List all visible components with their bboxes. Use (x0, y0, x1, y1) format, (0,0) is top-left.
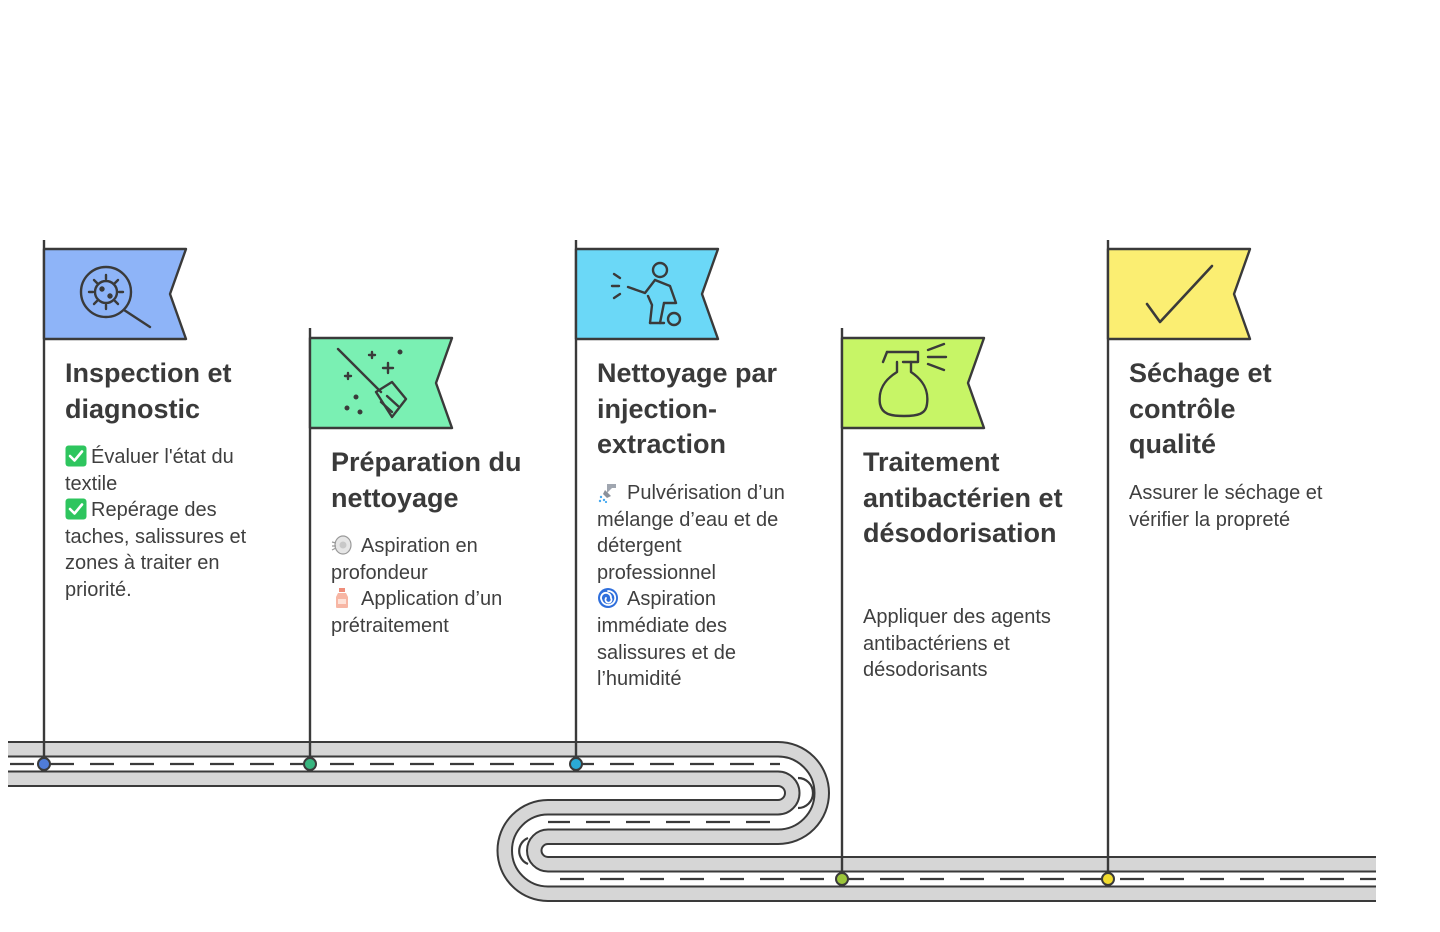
road-dashes (10, 762, 1376, 881)
bacteria-magnifier-icon (79, 265, 152, 329)
step-1-line-1: Évaluer l'état du textile (65, 444, 280, 497)
step-1-line-1-text: Évaluer l'état du textile (65, 446, 234, 495)
shower-icon (598, 484, 616, 503)
check-mark-icon (65, 498, 87, 520)
flag-step-1 (42, 247, 188, 341)
step-1-line-2-text: Repérage des taches, salissures et zones… (65, 499, 247, 601)
step-2-line-2-text: Application d’un prétraitement (331, 588, 503, 637)
spray-bottle-icon (336, 588, 348, 609)
step-3-title: Nettoyage par injection-extraction (597, 358, 778, 459)
step-5-title: Séchage et contrôle qualité (1129, 358, 1272, 459)
step-4-line-1: Appliquer des agents antibactériens et d… (863, 606, 1051, 682)
step-5-description: Assurer le séchage et vérifier la propre… (1129, 480, 1344, 533)
flag-step-3 (574, 247, 720, 341)
marker-step-4 (835, 872, 849, 886)
flag-step-5 (1106, 247, 1252, 341)
check-mark-icon (65, 445, 87, 467)
road-inner-fill (8, 757, 1376, 886)
step-2-line-2: Application d’un prétraitement (331, 586, 546, 639)
step-4-title: Traitement antibactérien et désodorisati… (863, 447, 1063, 548)
marker-step-5 (1101, 872, 1115, 886)
step-2-description: Aspiration en profondeur Application d’u… (331, 533, 546, 639)
marker-step-1 (37, 757, 51, 771)
step-3-line-1: Pulvérisation d’un mélange d’eau et de d… (597, 480, 802, 586)
step-3-line-1-text: Pulvérisation d’un mélange d’eau et de d… (597, 482, 785, 584)
person-cleaning-machine-icon (610, 261, 682, 327)
step-1-description: Évaluer l'état du textile Repérage des t… (65, 444, 280, 604)
checkmark-icon (1145, 264, 1214, 324)
cyclone-icon (598, 588, 618, 609)
step-5-line-1: Assurer le séchage et vérifier la propre… (1129, 482, 1323, 531)
flag-step-4 (840, 336, 986, 430)
step-2-line-1-text: Aspiration en profondeur (331, 535, 478, 584)
marker-step-3 (569, 757, 583, 771)
step-4-description: Appliquer des agents antibactériens et d… (863, 604, 1063, 684)
vacuum-icon (331, 535, 352, 555)
spray-bottle-icon (878, 342, 948, 418)
flag-step-2 (308, 336, 454, 430)
step-3-description: Pulvérisation d’un mélange d’eau et de d… (597, 480, 802, 693)
step-2-line-1: Aspiration en profondeur (331, 533, 546, 586)
step-3-line-2: Aspiration immédiate des salissures et d… (597, 586, 802, 692)
step-3-line-2-text: Aspiration immédiate des salissures et d… (597, 588, 736, 691)
step-2-title: Préparation du nettoyage (331, 447, 522, 513)
step-1-title: Inspection et diagnostic (65, 358, 232, 424)
step-1-line-2: Repérage des taches, salissures et zones… (65, 497, 280, 603)
marker-step-2 (303, 757, 317, 771)
broom-sparkles-icon (336, 347, 408, 419)
